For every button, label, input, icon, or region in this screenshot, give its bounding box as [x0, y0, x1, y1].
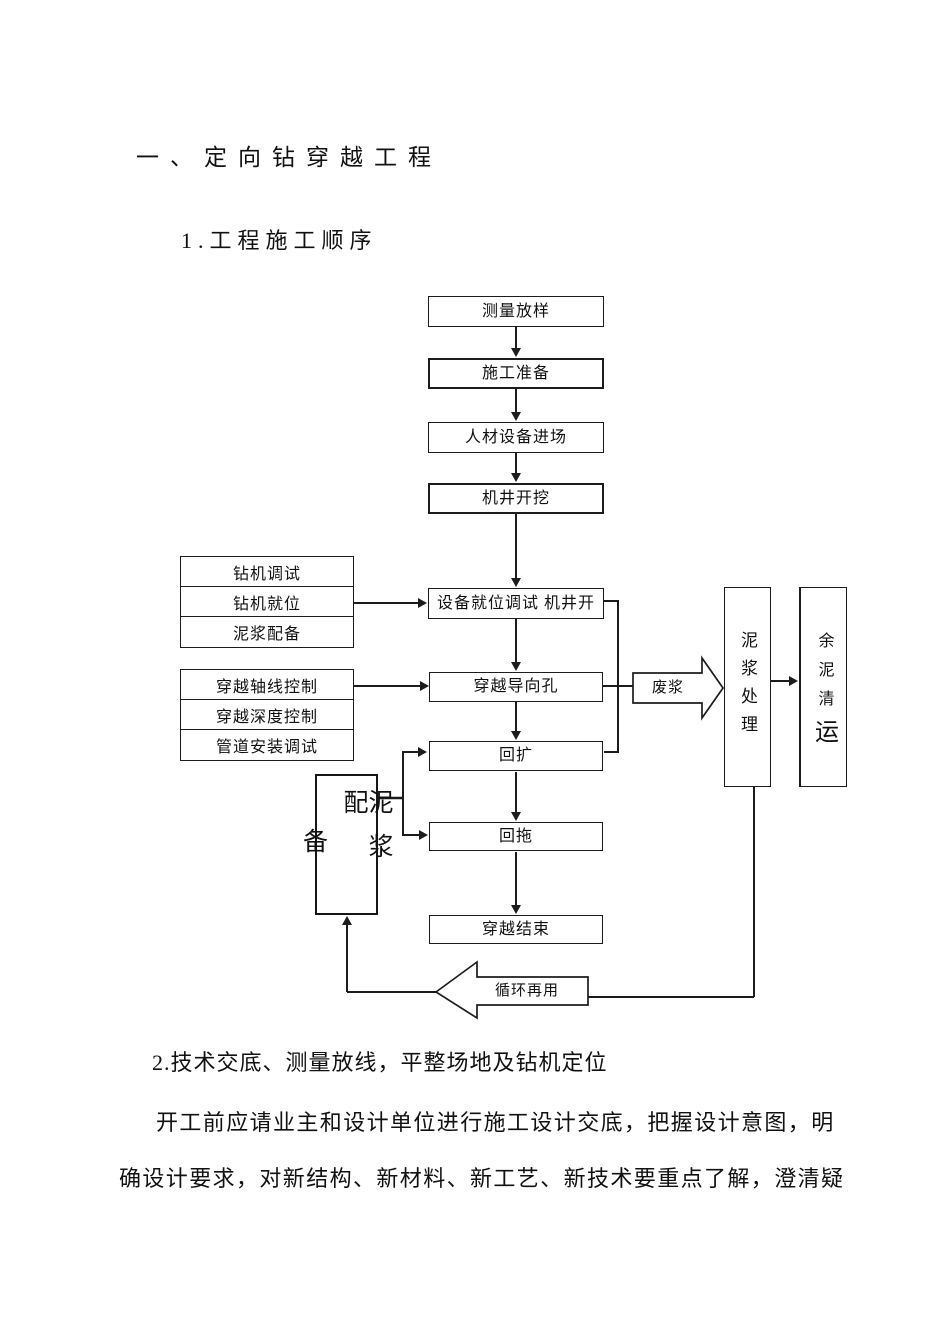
paragraph-line-1: 开工前应请业主和设计单位进行施工设计交底，把握设计意图，明 [156, 1110, 835, 1135]
flow-box-pullback-label: 回拖 [498, 827, 533, 845]
mud-removal-upper-chars: 余泥清 [815, 631, 833, 719]
flow-box-survey-label: 测量放样 [481, 302, 550, 320]
drill-prep-stack: 钻机调试 钻机就位 泥浆配备 [180, 556, 354, 648]
flow-box-crossing-end: 穿越结束 [429, 915, 603, 944]
flow-box-reaming: 回扩 [429, 741, 603, 771]
flow-box-well-excavation-label: 机井开挖 [481, 489, 550, 507]
flow-box-equipment-debug: 设备就位调试 机井开 [428, 588, 604, 619]
mud-removal-box: 余泥清运 [799, 587, 847, 787]
mud-mixing-main-column: 泥浆配 [340, 789, 392, 877]
section-heading-1: 一、定向钻穿越工程 [136, 145, 442, 170]
flow-box-equipment-debug-label: 设备就位调试 机井开 [436, 594, 595, 612]
flow-box-well-excavation: 机井开挖 [428, 483, 604, 514]
waste-slurry-block-arrow [632, 655, 725, 721]
sub-heading-construction-sequence: 1.工程施工顺序 [181, 228, 378, 253]
flow-box-pullback: 回拖 [429, 822, 603, 851]
crossing-control-stack: 穿越轴线控制 穿越深度控制 管道安装调试 [180, 669, 354, 761]
paragraph-line-2: 确设计要求，对新结构、新材料、新工艺、新技术要重点了解，澄清疑 [119, 1166, 845, 1191]
mud-treatment-label: 泥浆处理 [738, 631, 757, 743]
arrowheads [342, 348, 798, 925]
flow-box-crossing-end-label: 穿越结束 [481, 920, 550, 938]
crossing-control-row-3: 管道安装调试 [215, 739, 318, 756]
crossing-control-row-1: 穿越轴线控制 [181, 670, 353, 700]
mud-mixing-box: 泥浆配 备 [303, 774, 392, 915]
mud-removal-label: 余泥清运 [810, 631, 837, 743]
drill-prep-row-3: 泥浆配备 [232, 626, 301, 643]
flow-box-preparation: 施工准备 [428, 358, 604, 389]
connector-lines [346, 327, 790, 998]
sub-heading-technical-disclosure: 2.技术交底、测量放线，平整场地及钻机定位 [152, 1050, 608, 1075]
mud-removal-lower-char: 运 [810, 718, 837, 743]
mud-mixing-wrapped-char: 备 [303, 829, 329, 856]
flow-box-pilot-hole-label: 穿越导向孔 [473, 678, 559, 695]
flow-box-preparation-label: 施工准备 [481, 364, 550, 382]
flow-box-pilot-hole: 穿越导向孔 [429, 672, 603, 702]
drill-prep-row-2: 钻机就位 [181, 587, 353, 617]
flow-box-mobilization-label: 人材设备进场 [464, 428, 567, 446]
block-arrows [434, 655, 725, 1020]
flow-box-mobilization: 人材设备进场 [428, 422, 604, 453]
flow-box-reaming-label: 回扩 [498, 747, 533, 764]
waste-slurry-label: 废浆 [651, 679, 684, 696]
recycle-block-arrow [434, 960, 589, 1020]
drill-prep-row-1: 钻机调试 [181, 557, 353, 587]
mud-treatment-box: 泥浆处理 [724, 587, 771, 787]
recycle-label: 循环再用 [494, 982, 559, 999]
flow-box-survey: 测量放样 [428, 296, 604, 327]
crossing-control-row-2: 穿越深度控制 [181, 700, 353, 730]
